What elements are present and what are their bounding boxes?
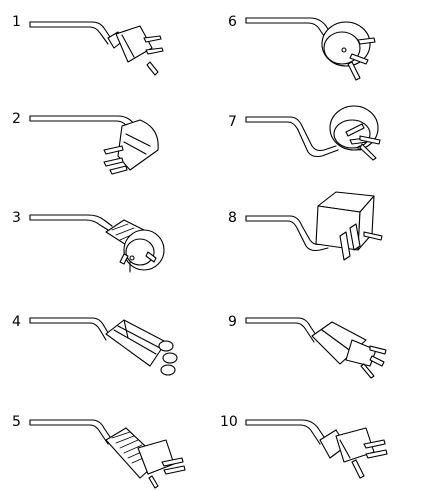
- plug-8-label: 8: [228, 210, 237, 226]
- plug-head-6: [321, 21, 376, 81]
- plug-head-7: [329, 105, 381, 161]
- plug-2-label: 2: [12, 111, 21, 127]
- plug-head-3: [105, 219, 165, 273]
- plug-head-8: [315, 191, 383, 261]
- plug-1: 1: [12, 14, 164, 76]
- plug-head-4: [105, 319, 178, 376]
- plug-4: 4: [12, 314, 178, 376]
- plug-10: 10: [220, 414, 388, 479]
- cord-4: [29, 317, 111, 341]
- plug-7-label: 7: [228, 114, 237, 130]
- cord-3: [29, 214, 113, 231]
- cord-6: [245, 17, 335, 43]
- plug-head-9: [311, 321, 387, 379]
- plug-7: 7: [228, 105, 381, 161]
- plug-5: 5: [12, 414, 186, 489]
- plug-head-5: [105, 427, 186, 489]
- plug-2: 2: [12, 111, 159, 175]
- cord-9: [245, 317, 319, 343]
- cord-1: [29, 21, 113, 45]
- plug-head-10: [319, 427, 388, 479]
- cord-10: [245, 419, 327, 445]
- cord-8: [245, 215, 329, 252]
- plug-9: 9: [228, 314, 387, 379]
- cord-5: [29, 419, 113, 445]
- plug-head-2: [103, 119, 159, 175]
- plug-9-label: 9: [228, 314, 237, 330]
- cord-7: [245, 116, 339, 158]
- cord-2: [29, 115, 135, 129]
- plug-3: 3: [12, 210, 165, 273]
- plug-6: 6: [228, 14, 376, 81]
- plug-3-label: 3: [12, 210, 21, 226]
- plug-4-label: 4: [12, 314, 21, 330]
- plug-head-1: [107, 25, 164, 76]
- plug-8: 8: [228, 191, 383, 261]
- plug-10-label: 10: [220, 414, 238, 430]
- plug-6-label: 6: [228, 14, 237, 30]
- plug-5-label: 5: [12, 414, 21, 430]
- plug-1-label: 1: [12, 14, 21, 30]
